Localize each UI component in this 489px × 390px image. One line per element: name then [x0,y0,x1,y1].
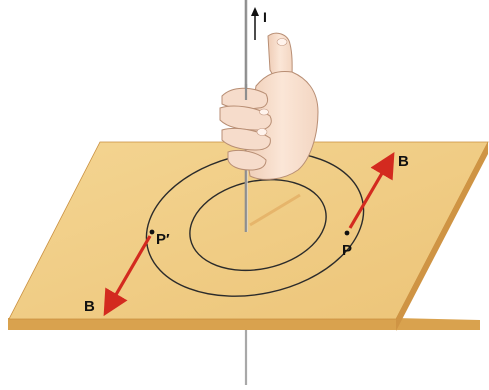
current-arrow-icon [251,7,259,40]
board-edge [8,318,480,330]
point-p-prime-marker [149,229,155,235]
right-hand-thumb-up-icon [219,32,319,180]
current-label: I [263,9,267,25]
board-side [396,142,488,331]
field-left-label: B [84,298,95,315]
field-right-label: B [398,153,409,170]
point-p-marker [344,230,350,236]
field-arrow-left-icon [103,235,152,317]
field-arrow-right-icon [348,151,395,229]
point-p-label: P [342,242,352,259]
wire-shadow [249,193,301,227]
field-line-inner [189,178,327,272]
point-p-prime-label: P′ [156,231,170,248]
